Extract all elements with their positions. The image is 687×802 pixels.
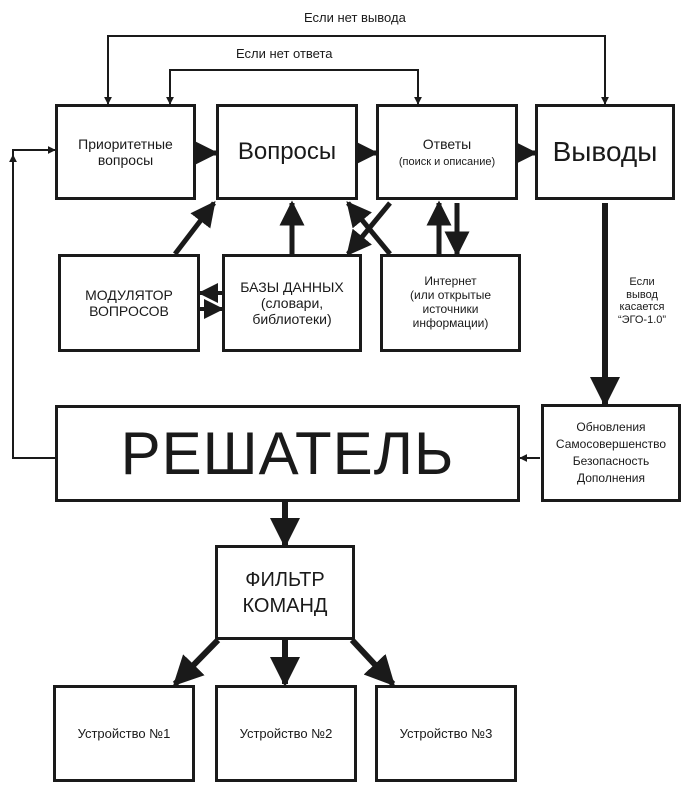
arrow-modulator-to-questions — [173, 201, 216, 256]
questions-label: Вопросы — [237, 138, 337, 165]
conclusions-node: Выводы — [535, 104, 675, 200]
question-modulator-node: МОДУЛЯТОР ВОПРОСОВ — [58, 254, 200, 352]
ego-label-line: “ЭГО-1.0” — [617, 313, 667, 326]
device-1-label: Устройство №1 — [77, 726, 171, 741]
answers-node: Ответы (поиск и описание) — [376, 104, 518, 200]
solver-to-priority-loop-arrow — [12, 146, 56, 459]
databases-label: библиотеки) — [252, 311, 332, 328]
modulator-label: ВОПРОСОВ — [89, 303, 169, 319]
databases-label: (словари, — [260, 294, 324, 311]
ego-label-line: касается — [619, 301, 665, 314]
updates-label: Обновления — [576, 420, 646, 435]
answers-sublabel: (поиск и описание) — [398, 155, 496, 168]
no-output-label: Если нет вывода — [304, 10, 406, 25]
device-2-label: Устройство №2 — [239, 726, 333, 741]
internet-label: источники — [422, 302, 479, 316]
command-filter-node: ФИЛЬТР КОМАНД — [215, 545, 355, 640]
internet-label: (или открытые — [410, 288, 491, 303]
ego-label-line: вывод — [626, 288, 658, 301]
priority-questions-node: Приоритетные вопросы — [55, 104, 196, 200]
arrow-internet-to-questions — [346, 201, 392, 256]
databases-node: БАЗЫ ДАННЫХ (словари, библиотеки) — [222, 254, 362, 352]
updates-label: Самосовершенство — [555, 437, 667, 452]
databases-label: БАЗЫ ДАННЫХ — [240, 278, 344, 295]
filter-label: ФИЛЬТР — [245, 568, 325, 591]
modulator-label: МОДУЛЯТОР — [85, 286, 173, 303]
device-3-label: Устройство №3 — [399, 726, 493, 741]
updates-node: Обновления Самосовершенство Безопасность… — [541, 404, 681, 502]
device-1-node: Устройство №1 — [53, 685, 195, 782]
no-answer-loop-arrow — [166, 69, 422, 105]
conclusions-label: Выводы — [552, 136, 658, 167]
priority-questions-label: Приоритетные — [78, 135, 173, 152]
questions-node: Вопросы — [216, 104, 358, 200]
solver-label: РЕШАТЕЛЬ — [120, 420, 455, 487]
no-output-loop-arrow — [104, 35, 609, 105]
arrow-filter-to-device3 — [349, 637, 396, 687]
solver-node: РЕШАТЕЛЬ — [55, 405, 520, 502]
ego-label-line: Если — [629, 276, 655, 288]
internet-label: информации) — [412, 315, 489, 330]
updates-label: Дополнения — [577, 470, 645, 485]
filter-label: КОМАНД — [242, 594, 328, 617]
answers-label: Ответы — [422, 135, 472, 152]
no-answer-label: Если нет ответа — [236, 46, 333, 61]
device-3-node: Устройство №3 — [375, 685, 517, 782]
arrow-filter-to-device1 — [172, 637, 221, 687]
ego-condition-label: Если вывод касается “ЭГО-1.0” — [612, 276, 672, 327]
priority-questions-label: вопросы — [97, 152, 154, 168]
internet-label: Интернет — [424, 274, 477, 289]
updates-label: Безопасность — [572, 454, 650, 468]
internet-node: Интернет (или открытые источники информа… — [380, 254, 521, 352]
device-2-node: Устройство №2 — [215, 685, 357, 782]
